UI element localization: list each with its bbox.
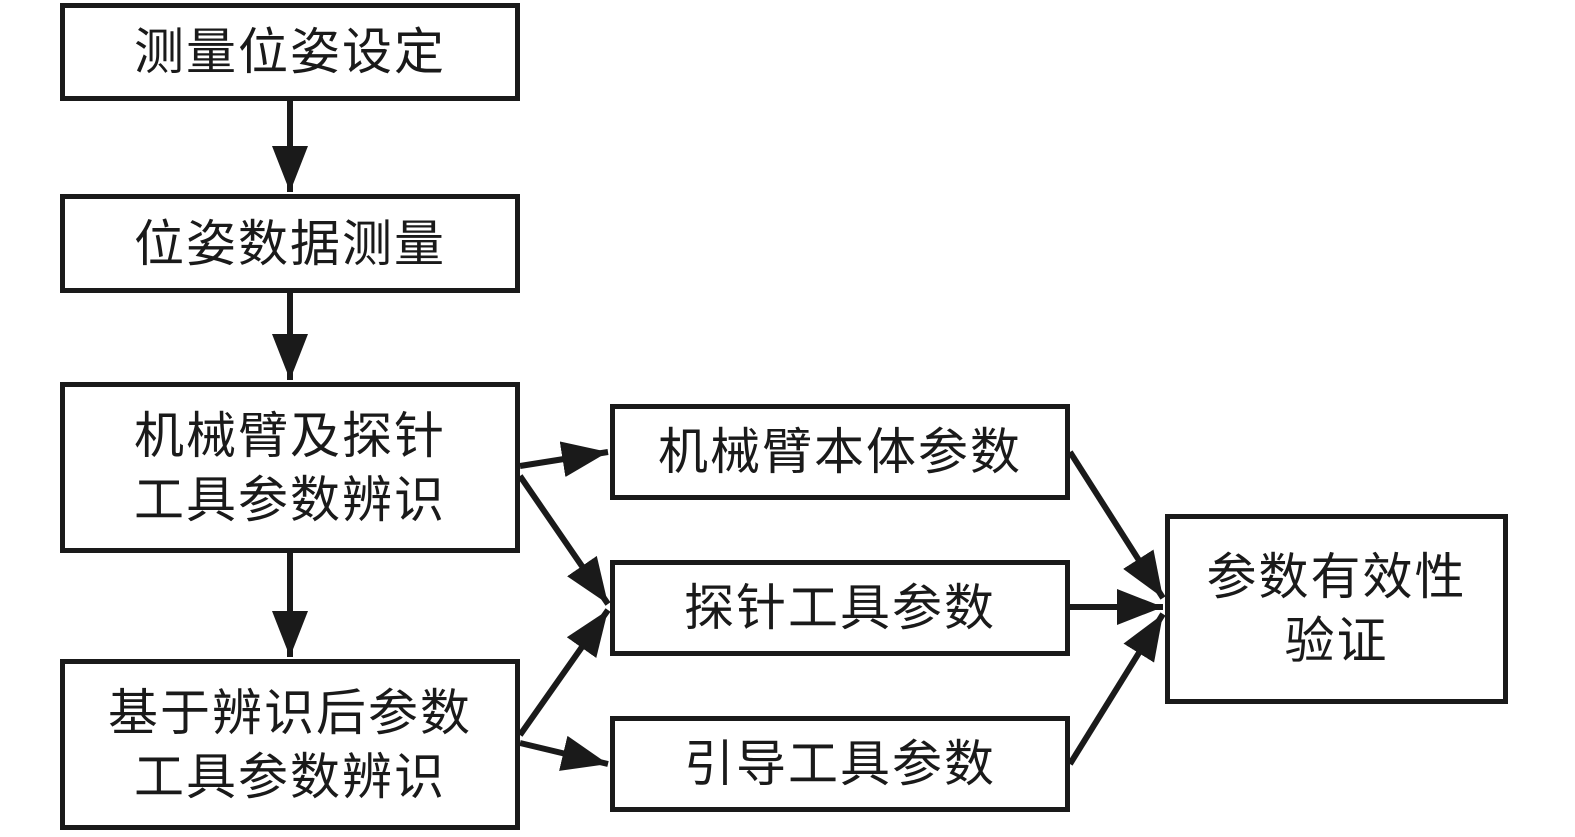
node-parameter-validity-verification: 参数有效性 验证 (1165, 514, 1508, 704)
node-arm-body-parameters: 机械臂本体参数 (610, 404, 1070, 500)
node-label: 机械臂本体参数 (658, 423, 1022, 481)
node-measurement-pose-setting: 测量位姿设定 (60, 3, 520, 101)
node-label: 引导工具参数 (684, 735, 996, 793)
edge-n4-n7 (519, 735, 609, 771)
node-label: 探针工具参数 (684, 579, 996, 637)
edge-n4-n6 (517, 608, 611, 737)
node-label-line-2: 工具参数辨识 (134, 747, 446, 806)
node-pose-data-measurement: 位姿数据测量 (60, 194, 520, 293)
node-guide-tool-parameters: 引导工具参数 (610, 716, 1070, 812)
node-label-line-1: 机械臂及探针 (134, 406, 446, 465)
node-label: 位姿数据测量 (134, 214, 446, 273)
node-arm-probe-parameter-identification: 机械臂及探针 工具参数辨识 (60, 382, 520, 553)
edge-n7-n8 (1067, 612, 1166, 766)
node-label: 测量位姿设定 (134, 23, 446, 81)
node-label-line-1: 基于辨识后参数 (108, 683, 472, 742)
node-label-line-2: 工具参数辨识 (134, 470, 446, 529)
edge-n3-n6 (517, 474, 611, 606)
edge-n3-n5 (519, 441, 609, 478)
node-probe-tool-parameters: 探针工具参数 (610, 560, 1070, 656)
node-tool-parameter-identification: 基于辨识后参数 工具参数辨识 (60, 659, 520, 830)
node-label-line-1: 参数有效性 (1206, 548, 1467, 606)
node-label-line-2: 验证 (1284, 612, 1389, 670)
edge-n5-n8 (1067, 450, 1166, 600)
